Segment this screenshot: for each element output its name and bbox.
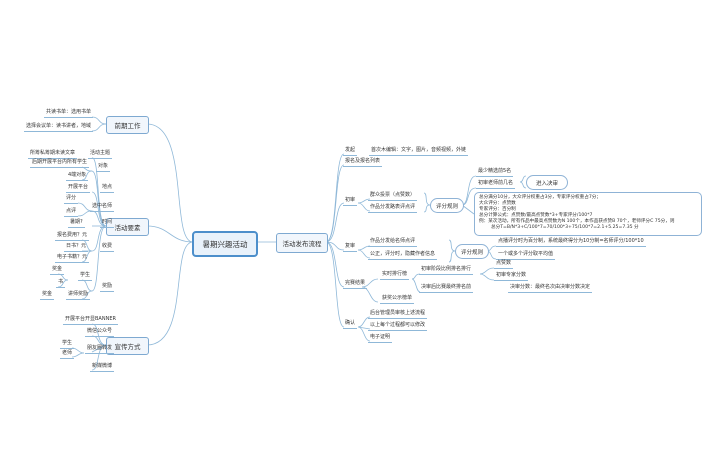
element-theme[interactable]: 活动主题 bbox=[88, 150, 113, 159]
promo-item[interactable]: 微信公众号 bbox=[85, 328, 115, 337]
step-result[interactable]: 完赛结果 bbox=[343, 280, 368, 289]
element-place-value[interactable]: 开展平台 bbox=[66, 184, 91, 193]
step-first-review[interactable]: 初审 bbox=[343, 197, 358, 206]
element-teacher-value[interactable]: 评分 bbox=[64, 195, 79, 204]
element-fee-value[interactable]: 日书？元 bbox=[64, 243, 89, 252]
confirm-item[interactable]: 以上每个过程都可以修改 bbox=[368, 322, 428, 331]
stage2-item[interactable]: 决审分数：最终名次由决审分数决定 bbox=[508, 284, 593, 293]
promo-item[interactable]: 开展平台开显BANNER bbox=[63, 316, 118, 325]
note-line: 总分满分10分，大众评分权重占3分，专家评分权重占7分； bbox=[479, 195, 601, 200]
topic-process[interactable]: 活动发布流程 bbox=[276, 233, 328, 253]
note-line: 专家评分：百分制 bbox=[479, 207, 516, 212]
element-place[interactable]: 地点 bbox=[100, 184, 115, 193]
note-line: 例：某次活动，所有作品中最高点赞数为N 100个，本作品获点赞B 70个，老师评… bbox=[479, 219, 675, 224]
second-rule[interactable]: 评分规则 bbox=[455, 244, 489, 259]
result-stage2[interactable]: 决审后比赛最终排名前 bbox=[419, 284, 474, 293]
topic-prep[interactable]: 前期工作 bbox=[106, 116, 149, 134]
element-target-value[interactable]: 4端对象 bbox=[66, 172, 89, 181]
result-ranking[interactable]: 实时排行榜 bbox=[380, 271, 410, 280]
second-item[interactable]: 作品分发给名师点评 bbox=[368, 238, 418, 247]
second-item[interactable]: 公正，评分时，隐藏作者信息 bbox=[368, 251, 438, 260]
rule-item[interactable]: 最少精选前5名 bbox=[476, 168, 514, 177]
reward-student[interactable]: 学生 bbox=[78, 272, 93, 281]
confirm-item[interactable]: 后台管理员审核上述流程 bbox=[368, 310, 428, 319]
promo-item[interactable]: 朋友圈转发 bbox=[85, 345, 115, 354]
rule-item[interactable]: 一个或多个评分取平均值 bbox=[496, 251, 556, 260]
note-line: 总分T=B/N*3+C/100*7=70/100*3+75/100*7=2.1+… bbox=[491, 225, 639, 230]
step-launch[interactable]: 发起 bbox=[343, 147, 358, 156]
stage1-item[interactable]: 初审专家分数 bbox=[494, 272, 529, 281]
prep-item[interactable]: 共读书单：选用书单 bbox=[44, 109, 94, 118]
rule-item[interactable]: 初审老师前几名 bbox=[476, 180, 516, 189]
topic-promo[interactable]: 宣传方式 bbox=[106, 337, 149, 355]
step-signup[interactable]: 报名及报名列表 bbox=[343, 158, 383, 167]
element-fee[interactable]: 收费 bbox=[100, 243, 115, 252]
prep-item[interactable]: 选择会议单：读书讲者，地域 bbox=[24, 123, 94, 132]
first-item[interactable]: 群众投票（点赞数） bbox=[368, 192, 418, 201]
reward-lecturer-item[interactable]: 奖金 bbox=[40, 291, 55, 300]
result-publish[interactable]: 获奖公示榜单 bbox=[380, 295, 415, 304]
element-time-value[interactable]: 暑期? bbox=[68, 219, 85, 228]
element-target[interactable]: 对象 bbox=[96, 163, 111, 172]
advance-final[interactable]: 进入决审 bbox=[526, 175, 568, 190]
element-fee-value[interactable]: 电子书籍？元 bbox=[55, 254, 90, 263]
rule-item[interactable]: 点播评分时为百分制，系统最终得分为10分制=名师评分/100*10 bbox=[496, 238, 646, 247]
element-time[interactable]: 时间 bbox=[100, 219, 115, 228]
confirm-item[interactable]: 电子证明 bbox=[368, 334, 393, 343]
element-reward[interactable]: 奖励 bbox=[100, 283, 115, 292]
stage1-item[interactable]: 点赞数 bbox=[494, 260, 514, 269]
central-topic[interactable]: 暑期兴趣活动 bbox=[192, 231, 258, 257]
element-target-value[interactable]: 后期开展平台内所有学生 bbox=[30, 159, 90, 168]
element-theme-value[interactable]: 所筹私筹期未读文章 bbox=[28, 150, 78, 159]
promo-item[interactable]: 新媒微博 bbox=[90, 363, 115, 372]
first-rule[interactable]: 评分规则 bbox=[430, 198, 464, 213]
note-line: 大众评分：点赞数 bbox=[479, 201, 516, 206]
step-second-review[interactable]: 复审 bbox=[343, 243, 358, 252]
reward-lecturer[interactable]: 讲师奖励 bbox=[66, 291, 91, 300]
result-stage1[interactable]: 初审阶段比例排名排行 bbox=[419, 266, 474, 275]
note-line: 总分计算公式：点赞数/最高点赞数*3+专家评分/100*7 bbox=[479, 213, 593, 218]
reward-student-item[interactable]: 奖金 bbox=[50, 266, 65, 275]
launch-value[interactable]: 首次木编辑：文字，图片，音频视频，外链 bbox=[369, 147, 469, 156]
element-teacher-value[interactable]: 点评 bbox=[64, 208, 79, 217]
reward-student-item[interactable]: 书 bbox=[56, 279, 66, 288]
element-fee-value[interactable]: 报名费用？元 bbox=[55, 232, 90, 241]
share-item[interactable]: 学生 bbox=[60, 340, 75, 349]
scoring-note: 总分满分10分，大众评分权重占3分，专家评分权重占7分； 大众评分：点赞数 专家… bbox=[474, 192, 702, 236]
element-teacher[interactable]: 选中名师 bbox=[90, 203, 115, 212]
step-confirm[interactable]: 确认 bbox=[343, 320, 358, 329]
first-item[interactable]: 作品分发路表评点评 bbox=[368, 204, 418, 213]
share-item[interactable]: 老师 bbox=[60, 350, 75, 359]
